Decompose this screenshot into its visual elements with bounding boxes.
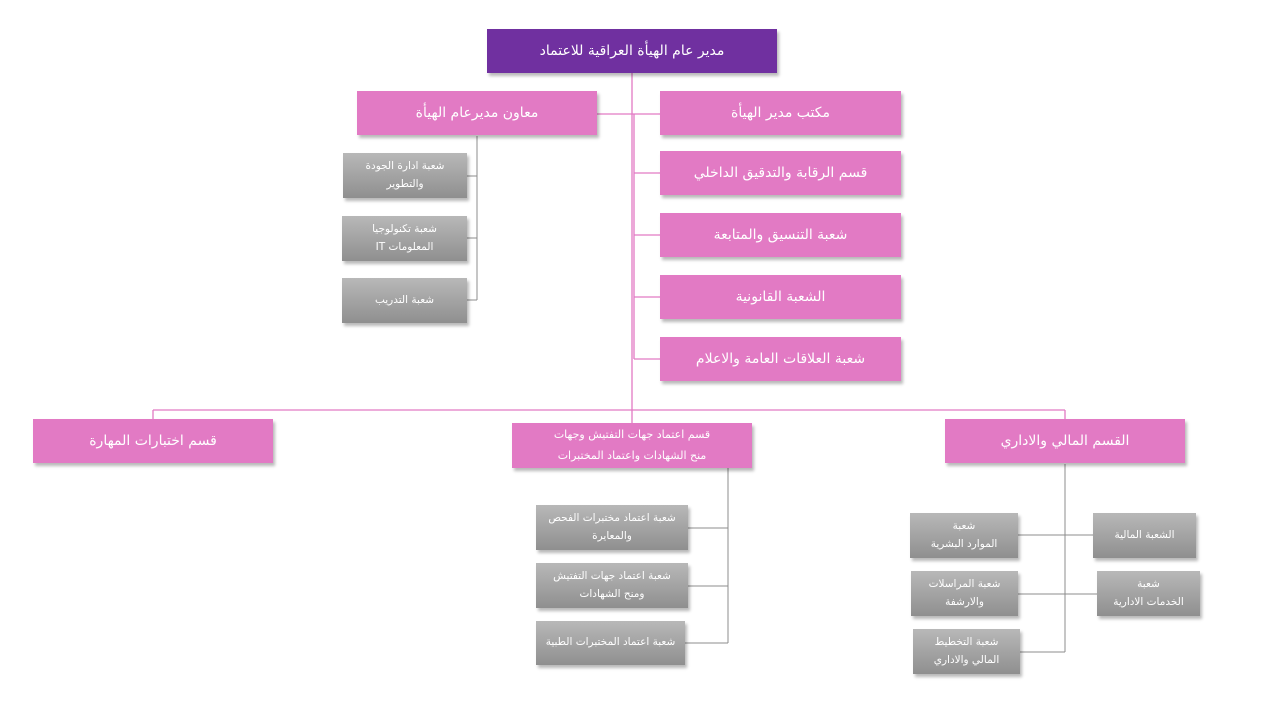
accr-section-inspection: شعبة اعتماد جهات التفتيش ومنح الشهادات	[536, 563, 688, 608]
department-accreditation: قسم اعتماد جهات التفتيش وجهات منح الشهاد…	[512, 423, 752, 468]
unit-audit: قسم الرقابة والتدقيق الداخلي	[660, 151, 901, 195]
section-label: شعبة اعتماد مختبرات الفحص والمعايرة	[548, 511, 676, 542]
director-label: مدير عام الهيأة العراقية للاعتماد	[539, 42, 725, 59]
unit-label: شعبة التنسيق والمتابعة	[713, 226, 848, 243]
fin-section-admin-services: شعبة الخدمات الادارية	[1097, 571, 1200, 616]
deputy-section-training: شعبة التدريب	[342, 278, 467, 323]
section-label: شعبة ادارة الجودة والتطوير	[365, 159, 445, 190]
section-label: شعبة الخدمات الادارية	[1113, 577, 1184, 608]
department-label: قسم اعتماد جهات التفتيش وجهات منح الشهاد…	[553, 427, 711, 462]
fin-section-finance: الشعبة المالية	[1093, 513, 1196, 558]
deputy-section-it: شعبة تكنولوجيا المعلومات IT	[342, 216, 467, 261]
section-label: شعبة التخطيط المالي والاداري	[933, 635, 1000, 666]
unit-label: شعبة العلاقات العامة والاعلام	[695, 350, 866, 367]
department-skills: قسم اختبارات المهارة	[33, 419, 273, 463]
section-label: شعبة اعتماد جهات التفتيش ومنح الشهادات	[553, 569, 671, 600]
section-label: شعبة تكنولوجيا المعلومات IT	[372, 222, 437, 253]
section-label: شعبة اعتماد المختبرات الطبية	[545, 636, 676, 649]
deputy-label: معاون مديرعام الهيأة	[415, 104, 539, 121]
director-box: مدير عام الهيأة العراقية للاعتماد	[487, 29, 777, 73]
section-label: شعبة المراسلات والارشفة	[928, 577, 1001, 608]
fin-section-planning: شعبة التخطيط المالي والاداري	[913, 629, 1020, 674]
unit-label: مكتب مدير الهيأة	[731, 104, 831, 121]
department-finance-admin: القسم المالي والاداري	[945, 419, 1185, 463]
deputy-section-quality: شعبة ادارة الجودة والتطوير	[343, 153, 467, 198]
unit-director-office: مكتب مدير الهيأة	[660, 91, 901, 135]
unit-label: الشعبة القانونية	[735, 288, 826, 305]
fin-section-hr: شعبة الموارد البشرية	[910, 513, 1018, 558]
unit-public-relations: شعبة العلاقات العامة والاعلام	[660, 337, 901, 381]
accr-section-testing-labs: شعبة اعتماد مختبرات الفحص والمعايرة	[536, 505, 688, 550]
department-label: قسم اختبارات المهارة	[89, 432, 217, 449]
department-label: القسم المالي والاداري	[1000, 432, 1130, 449]
section-label: شعبة الموارد البشرية	[930, 519, 998, 550]
deputy-box: معاون مديرعام الهيأة	[357, 91, 597, 135]
accr-section-medical-labs: شعبة اعتماد المختبرات الطبية	[536, 621, 685, 665]
section-label: الشعبة المالية	[1114, 528, 1175, 541]
unit-coordination: شعبة التنسيق والمتابعة	[660, 213, 901, 257]
unit-legal: الشعبة القانونية	[660, 275, 901, 319]
section-label: شعبة التدريب	[374, 293, 435, 306]
fin-section-correspondence: شعبة المراسلات والارشفة	[911, 571, 1018, 616]
unit-label: قسم الرقابة والتدقيق الداخلي	[693, 164, 868, 181]
